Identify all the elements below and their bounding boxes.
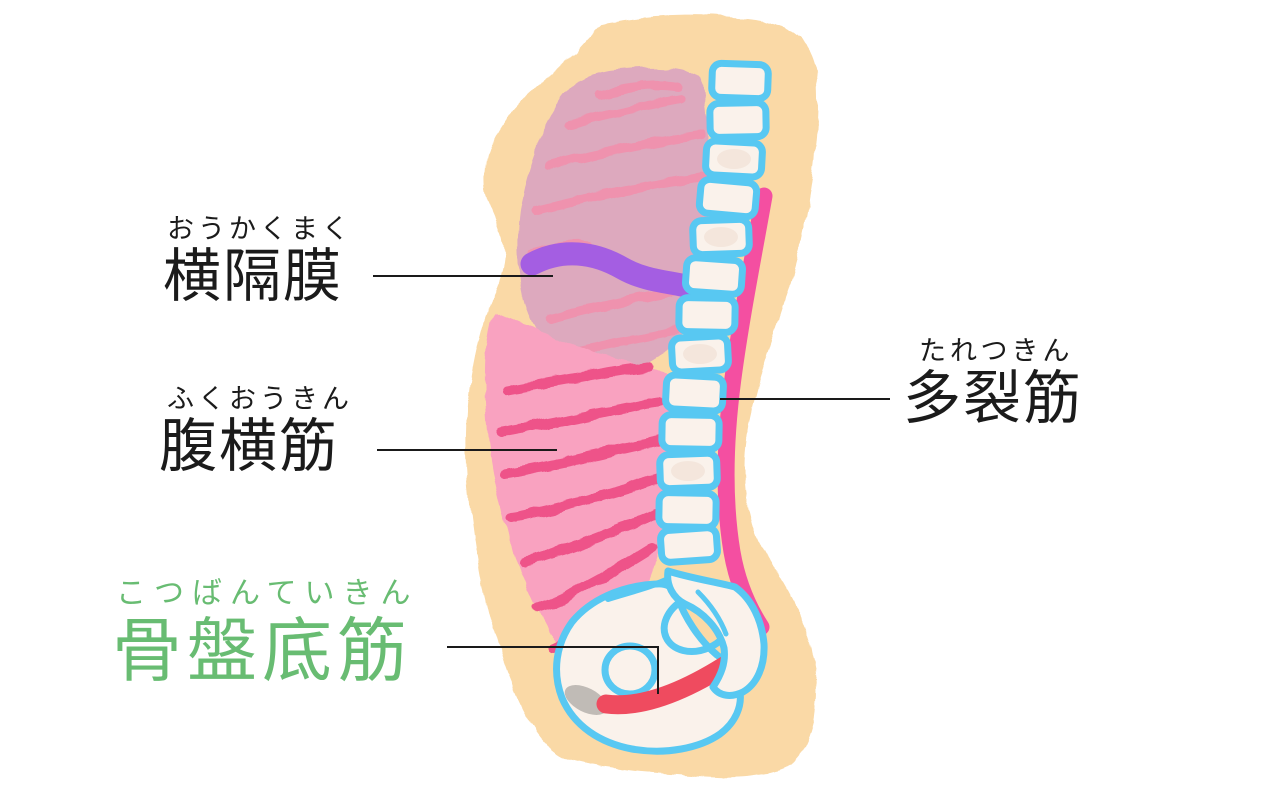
muscle-line bbox=[519, 509, 661, 567]
label-diaphragm-furigana: おうかくまく bbox=[167, 214, 353, 244]
pubic-symphysis-blob bbox=[564, 685, 608, 715]
muscle-line bbox=[507, 473, 665, 523]
vertebra bbox=[658, 411, 723, 453]
muscle-line bbox=[497, 397, 663, 437]
muscle-line bbox=[533, 543, 657, 613]
spine bbox=[655, 59, 772, 566]
label-pelvic-floor-text: 骨盤底筋 bbox=[112, 612, 412, 690]
rib-line bbox=[566, 94, 686, 129]
label-multifidus-furigana: たれつきん bbox=[919, 336, 1074, 366]
sacrum-segment-line bbox=[695, 589, 729, 637]
vertebra bbox=[675, 294, 739, 336]
vertebra bbox=[662, 371, 727, 415]
rib-line bbox=[544, 130, 705, 171]
vertebra bbox=[708, 59, 772, 103]
muscle-line bbox=[503, 361, 653, 395]
vertebra-shade bbox=[704, 227, 738, 247]
leader-line-pelvic-floor bbox=[447, 646, 659, 694]
vertebra bbox=[695, 175, 761, 221]
label-transverse-abdominis: ふくおうきん 腹横筋 bbox=[159, 382, 353, 478]
label-diaphragm: おうかくまく 横隔膜 bbox=[163, 212, 353, 308]
vertebra bbox=[706, 99, 770, 141]
label-diaphragm-text: 横隔膜 bbox=[163, 244, 344, 309]
label-transverse-abdominis-text: 腹横筋 bbox=[159, 414, 340, 479]
sacrum-coccyx bbox=[664, 567, 768, 699]
leader-lines bbox=[373, 275, 890, 694]
ribcage-region bbox=[517, 67, 709, 369]
vertebra bbox=[657, 524, 721, 566]
rib-lines bbox=[528, 80, 708, 357]
label-multifidus: たれつきん 多裂筋 bbox=[903, 334, 1083, 430]
muscle-line bbox=[499, 435, 667, 479]
pelvis-region bbox=[553, 567, 768, 755]
vertebra-shade bbox=[683, 344, 717, 364]
diaphragm-band bbox=[520, 242, 715, 303]
rib-line bbox=[594, 80, 682, 99]
label-transverse-abdominis-furigana: ふくおうきん bbox=[167, 384, 353, 414]
label-multifidus-text: 多裂筋 bbox=[903, 366, 1084, 431]
vertebra bbox=[655, 489, 720, 531]
vertebra-shade bbox=[671, 461, 705, 481]
label-pelvic-floor-furigana: こつばんていきん bbox=[116, 577, 419, 610]
label-pelvic-floor: こつばんていきん 骨盤底筋 bbox=[112, 576, 419, 690]
rib-line bbox=[532, 172, 708, 216]
multifidus-band bbox=[717, 187, 773, 636]
vertebra bbox=[681, 254, 747, 298]
vertebra-shade bbox=[717, 149, 751, 169]
